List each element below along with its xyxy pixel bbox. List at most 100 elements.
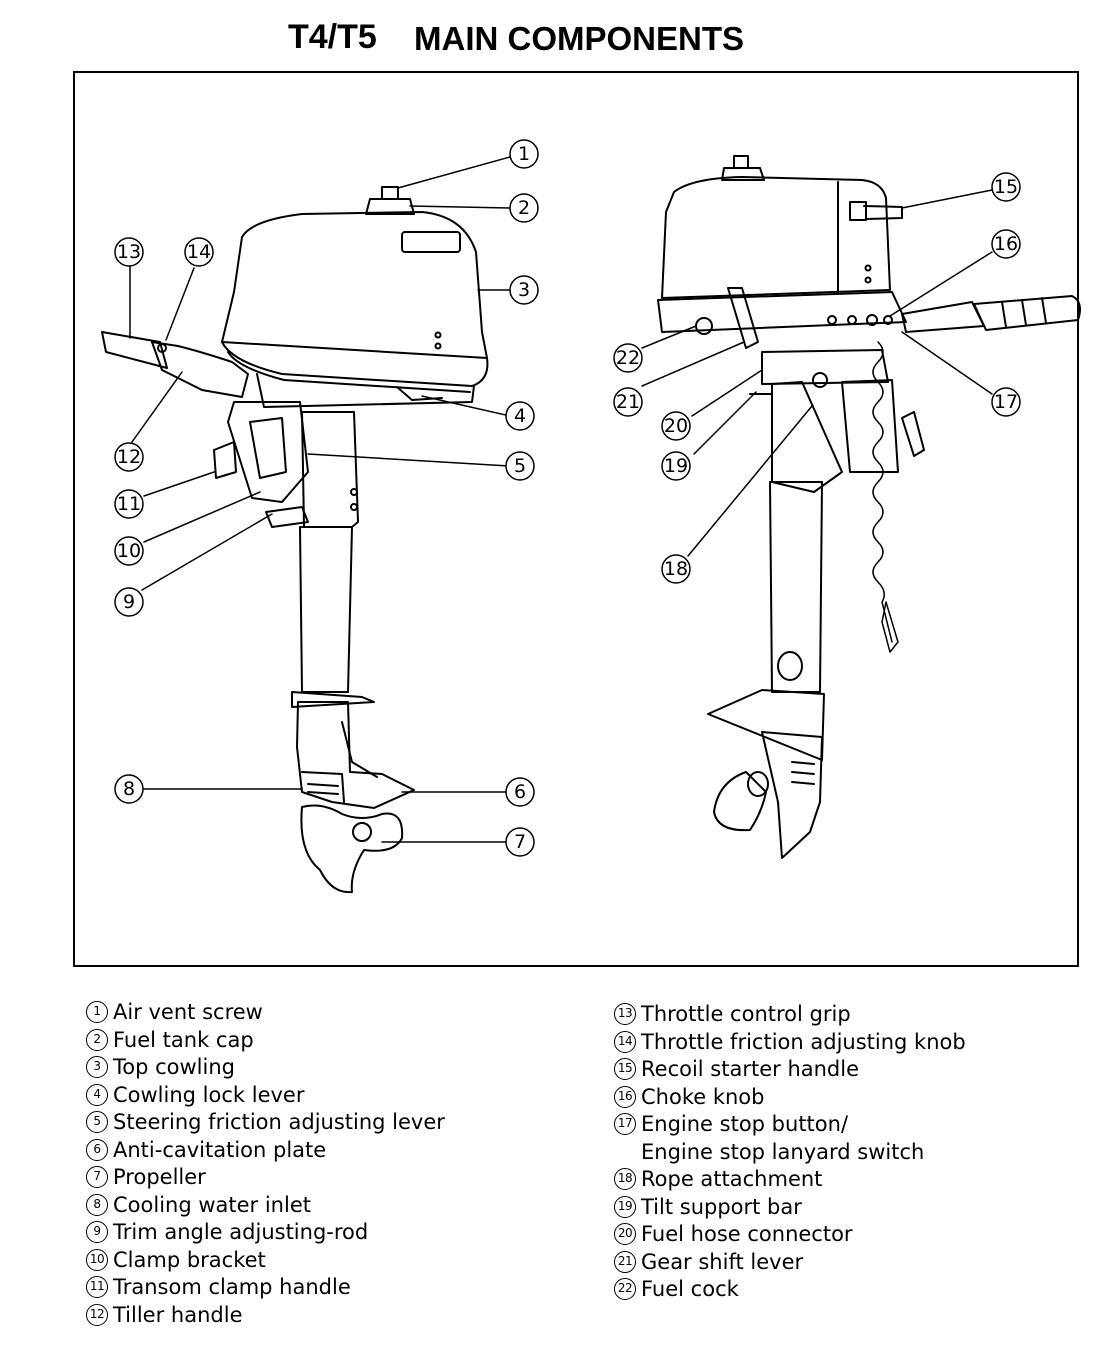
callout-number: 3	[518, 279, 530, 301]
right-cowling-shape	[661, 176, 891, 299]
callout-17: 17	[991, 387, 1021, 417]
legend-number: 21	[614, 1250, 636, 1273]
callout-circle	[509, 193, 539, 223]
legend-number: 13	[614, 1003, 636, 1025]
callout-15: 15	[991, 172, 1021, 202]
callout-number: 2	[518, 197, 530, 219]
callout-circle	[114, 237, 144, 267]
legend-number: 7	[86, 1166, 108, 1188]
air-vent-screw-shape	[381, 186, 399, 200]
legend-label: Trim angle adjusting-rod	[113, 1220, 369, 1244]
top-cowling-shape	[221, 211, 488, 359]
callout-13: 13	[114, 237, 144, 267]
callout-circle	[613, 343, 643, 373]
legend-number: 12	[86, 1303, 108, 1326]
legend-label: Anti-cavitation plate	[113, 1137, 327, 1162]
legend-label: Cooling water inlet	[113, 1192, 311, 1217]
callout-number: 1	[518, 143, 530, 165]
legend-label: Fuel cock	[641, 1277, 739, 1301]
page-title: T4/T5 MAIN COMPONENTS	[0, 18, 1112, 62]
throttle-grip-shape	[101, 331, 168, 369]
left-engine	[101, 186, 489, 894]
callout-11: 11	[114, 489, 144, 519]
gear-shift-lever-shape	[727, 287, 759, 349]
callout-circle	[114, 587, 144, 617]
clamp-bracket-shape	[227, 401, 309, 503]
callout-circle	[991, 387, 1021, 417]
callout-number: 4	[514, 405, 526, 427]
callout-circle	[505, 827, 535, 857]
trim-rod-shape	[265, 506, 309, 528]
callout-circle	[509, 275, 539, 305]
legend-label: Throttle control grip	[641, 1002, 851, 1026]
legend-label: Fuel tank cap	[113, 1027, 254, 1052]
legend-label: Tilt support bar	[641, 1194, 802, 1219]
legend-number: 20	[614, 1223, 636, 1245]
callout-number: 22	[616, 347, 640, 369]
callout-circle	[505, 401, 535, 431]
callout-circle	[114, 536, 144, 566]
legend-number: 17	[614, 1113, 636, 1135]
legend-label: Transom clamp handle	[113, 1275, 351, 1299]
legend-number: 11	[86, 1276, 108, 1298]
callout-circle	[991, 229, 1021, 259]
callout-circle	[661, 554, 691, 584]
callout-circle	[661, 411, 691, 441]
midsection-shape	[299, 526, 353, 693]
callout-number: 11	[117, 493, 141, 515]
legend-label: Cowling lock lever	[113, 1082, 305, 1107]
callout-number: 13	[117, 241, 141, 263]
legend-label: Steering friction adjusting lever	[113, 1110, 445, 1134]
callout-number: 14	[187, 241, 211, 263]
legend-label: Gear shift lever	[641, 1249, 804, 1274]
legend-label: Recoil starter handle	[641, 1057, 860, 1081]
callout-circle	[184, 237, 214, 267]
callout-2: 2	[509, 193, 539, 223]
callout-circle	[509, 139, 539, 169]
callout-circle	[661, 451, 691, 481]
legend-label: Top cowling	[113, 1055, 235, 1079]
legend-label: Engine stop button/	[641, 1112, 849, 1136]
right-throttle-grip-shape	[973, 295, 1081, 331]
callout-circle	[991, 172, 1021, 202]
callout-number: 12	[117, 446, 141, 468]
legend-number: 16	[614, 1085, 636, 1108]
callout-number: 19	[664, 455, 688, 477]
callout-21: 21	[613, 387, 643, 417]
callout-circle	[114, 442, 144, 472]
callout-14: 14	[184, 237, 214, 267]
callout-1: 1	[509, 139, 539, 169]
legend-number: 2	[86, 1028, 108, 1051]
legend-number: 5	[86, 1111, 108, 1133]
gearcase-shape	[296, 701, 415, 809]
legend-number: 8	[86, 1193, 108, 1216]
callout-number: 10	[117, 540, 141, 562]
callout-19: 19	[661, 451, 691, 481]
callout-number: 17	[994, 391, 1018, 413]
callout-number: 5	[514, 455, 526, 477]
legend-number: 22	[614, 1278, 636, 1300]
lanyard-shape	[872, 341, 893, 643]
callout-20: 20	[661, 411, 691, 441]
right-bracket-shape	[771, 381, 843, 493]
legend-label: Throttle friction adjusting knob	[641, 1029, 966, 1054]
legend-label: Rope attachment	[641, 1167, 823, 1191]
legend-number: 9	[86, 1221, 108, 1243]
callout-9: 9	[114, 587, 144, 617]
legend-label: Fuel hose connector	[641, 1222, 853, 1246]
legend-label: Air vent screw	[113, 1000, 263, 1024]
fuel-tank-cap-shape	[365, 198, 415, 215]
